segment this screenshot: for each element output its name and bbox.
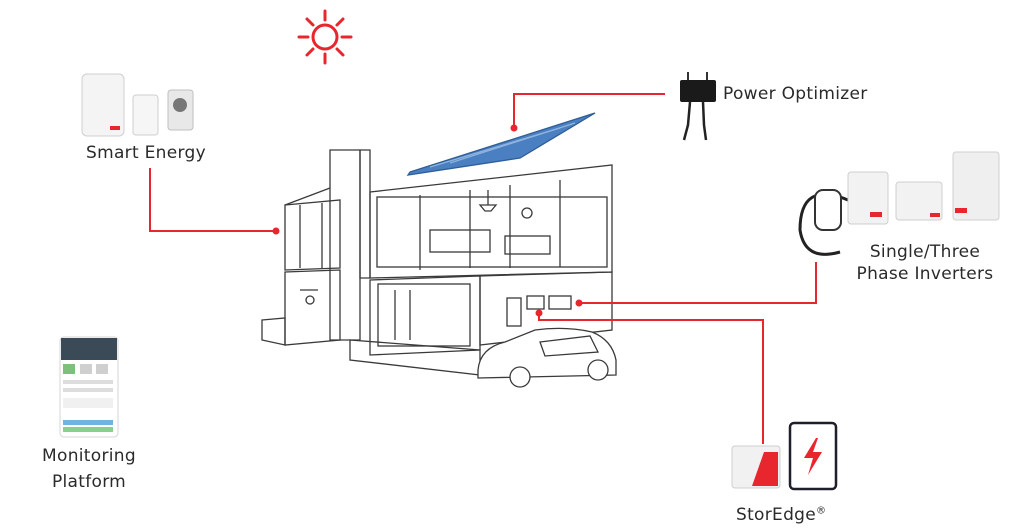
storedge-label: StorEdge® — [736, 505, 826, 525]
monitoring-label-line1: Monitoring — [42, 446, 136, 466]
storedge-devices — [731, 421, 838, 491]
power-optimizer-label: Power Optimizer — [723, 84, 868, 104]
registered-mark: ® — [816, 505, 827, 517]
inverter-devices — [798, 151, 1000, 256]
smart-energy-label: Smart Energy — [86, 143, 206, 163]
sun-icon — [297, 9, 353, 65]
connection-dots — [272, 124, 583, 317]
monitoring-label-line2: Platform — [51, 472, 127, 492]
storedge-label-text: StorEdge — [736, 505, 817, 525]
monitoring-label: Monitoring Platform — [30, 446, 148, 492]
monitoring-phone — [59, 336, 119, 438]
inverters-label-line1: Single/Three — [869, 242, 981, 262]
car — [477, 327, 617, 379]
lightning-icon — [804, 438, 822, 475]
smart-energy-devices — [81, 73, 194, 137]
inverters-label-line2: Phase Inverters — [856, 264, 994, 284]
power-optimizer-device — [680, 72, 716, 141]
house — [261, 112, 617, 388]
inverters-label: Single/Three Phase Inverters — [855, 242, 995, 284]
connection-lines — [149, 93, 817, 444]
